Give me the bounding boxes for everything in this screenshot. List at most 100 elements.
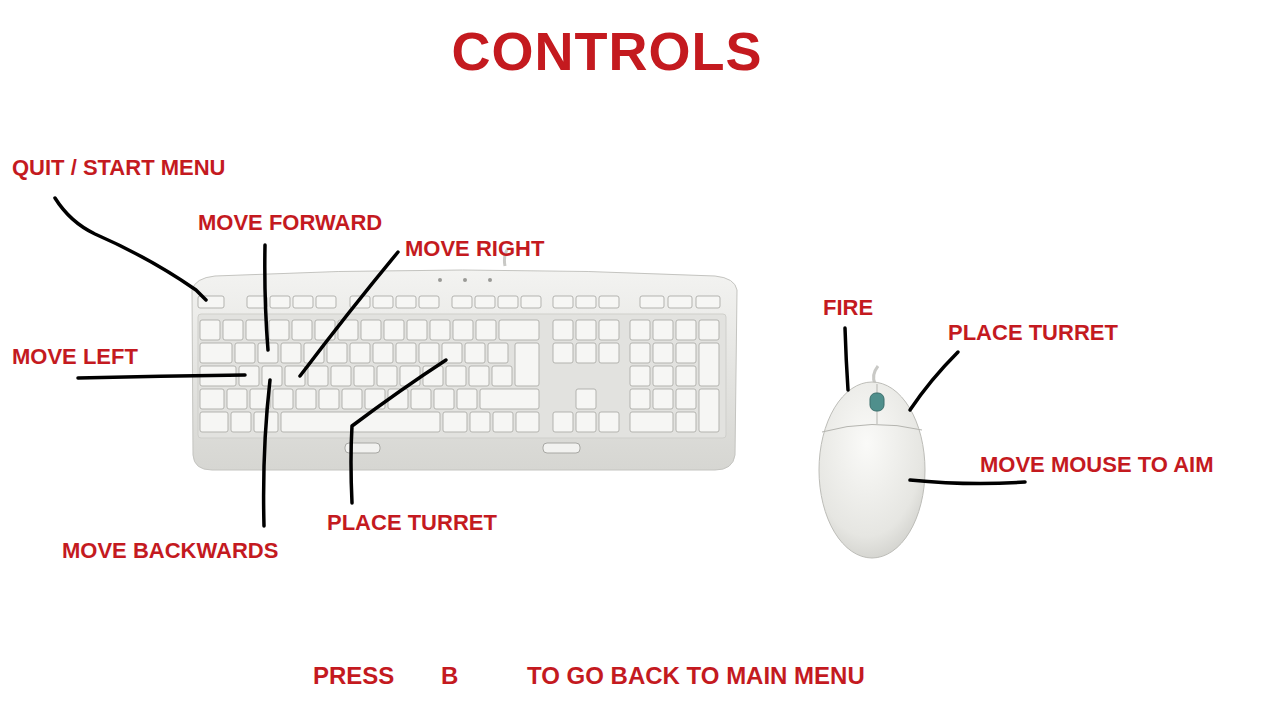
key (630, 320, 650, 340)
leader-line (910, 480, 1025, 484)
key (576, 389, 596, 409)
key (699, 389, 719, 432)
key (231, 412, 251, 432)
key (223, 320, 243, 340)
key (576, 343, 596, 363)
leader-line (351, 360, 446, 503)
leader-lines (55, 198, 1025, 526)
key (396, 296, 416, 308)
leader-line (78, 375, 245, 378)
key (465, 343, 485, 363)
scroll-wheel (870, 393, 884, 411)
menu-hint: B (441, 662, 458, 690)
key (342, 389, 362, 409)
key (599, 412, 619, 432)
key (327, 343, 347, 363)
keyboard-body (192, 270, 737, 470)
leader-line (265, 245, 268, 350)
key (200, 389, 224, 409)
key (521, 296, 541, 308)
key (653, 343, 673, 363)
key (281, 412, 440, 432)
key (452, 296, 472, 308)
menu-hint: PRESS (313, 662, 394, 690)
media-button (543, 443, 580, 453)
key (630, 412, 673, 432)
key (576, 412, 596, 432)
key (262, 366, 282, 386)
key (499, 320, 539, 340)
key (469, 366, 489, 386)
control-label: PLACE TURRET (948, 320, 1118, 345)
key (281, 343, 301, 363)
key (599, 343, 619, 363)
key (396, 343, 416, 363)
key (430, 320, 450, 340)
menu-hint: TO GO BACK TO MAIN MENU (527, 662, 865, 690)
key (676, 366, 696, 386)
keyboard (192, 248, 737, 470)
key (553, 343, 573, 363)
key (384, 320, 404, 340)
key (373, 343, 393, 363)
key (407, 320, 427, 340)
control-label: FIRE (823, 295, 873, 320)
key (270, 296, 290, 308)
key (553, 412, 573, 432)
key (599, 320, 619, 340)
key (443, 412, 467, 432)
key (246, 320, 266, 340)
key-well (198, 314, 726, 438)
mouse (819, 366, 925, 558)
key (227, 389, 247, 409)
key (292, 320, 312, 340)
key (200, 412, 228, 432)
leader-line (264, 380, 270, 526)
mouse-cable (874, 366, 878, 384)
key (419, 296, 439, 308)
key (480, 389, 539, 409)
key (599, 296, 619, 308)
control-label: PLACE TURRET (327, 510, 497, 535)
key (319, 389, 339, 409)
leader-line (300, 252, 398, 376)
leader-line (910, 352, 958, 410)
key (630, 366, 650, 386)
key (296, 389, 316, 409)
key (630, 343, 650, 363)
indicator-light (438, 278, 442, 282)
key (668, 296, 692, 308)
key (676, 412, 696, 432)
key (308, 366, 328, 386)
key (273, 389, 293, 409)
control-label: MOVE BACKWARDS (62, 538, 278, 563)
button-edge (822, 424, 922, 432)
key (200, 320, 220, 340)
leader-line (845, 328, 848, 390)
key (576, 296, 596, 308)
key (354, 366, 374, 386)
key-group (198, 296, 720, 432)
leader-line (55, 198, 206, 300)
screen-title: CONTROLS (452, 20, 763, 82)
key (653, 389, 673, 409)
key (331, 366, 351, 386)
key (411, 389, 431, 409)
key (553, 296, 573, 308)
key (470, 412, 490, 432)
control-label: MOVE MOUSE TO AIM (980, 452, 1213, 477)
key (235, 343, 255, 363)
key (515, 343, 539, 386)
control-label: MOVE FORWARD (198, 210, 382, 235)
key (696, 296, 720, 308)
key (377, 366, 397, 386)
key (476, 320, 496, 340)
key (488, 343, 508, 363)
key (434, 389, 454, 409)
key (350, 343, 370, 363)
control-label: MOVE RIGHT (405, 236, 544, 261)
key (498, 296, 518, 308)
key (269, 320, 289, 340)
key (553, 320, 573, 340)
